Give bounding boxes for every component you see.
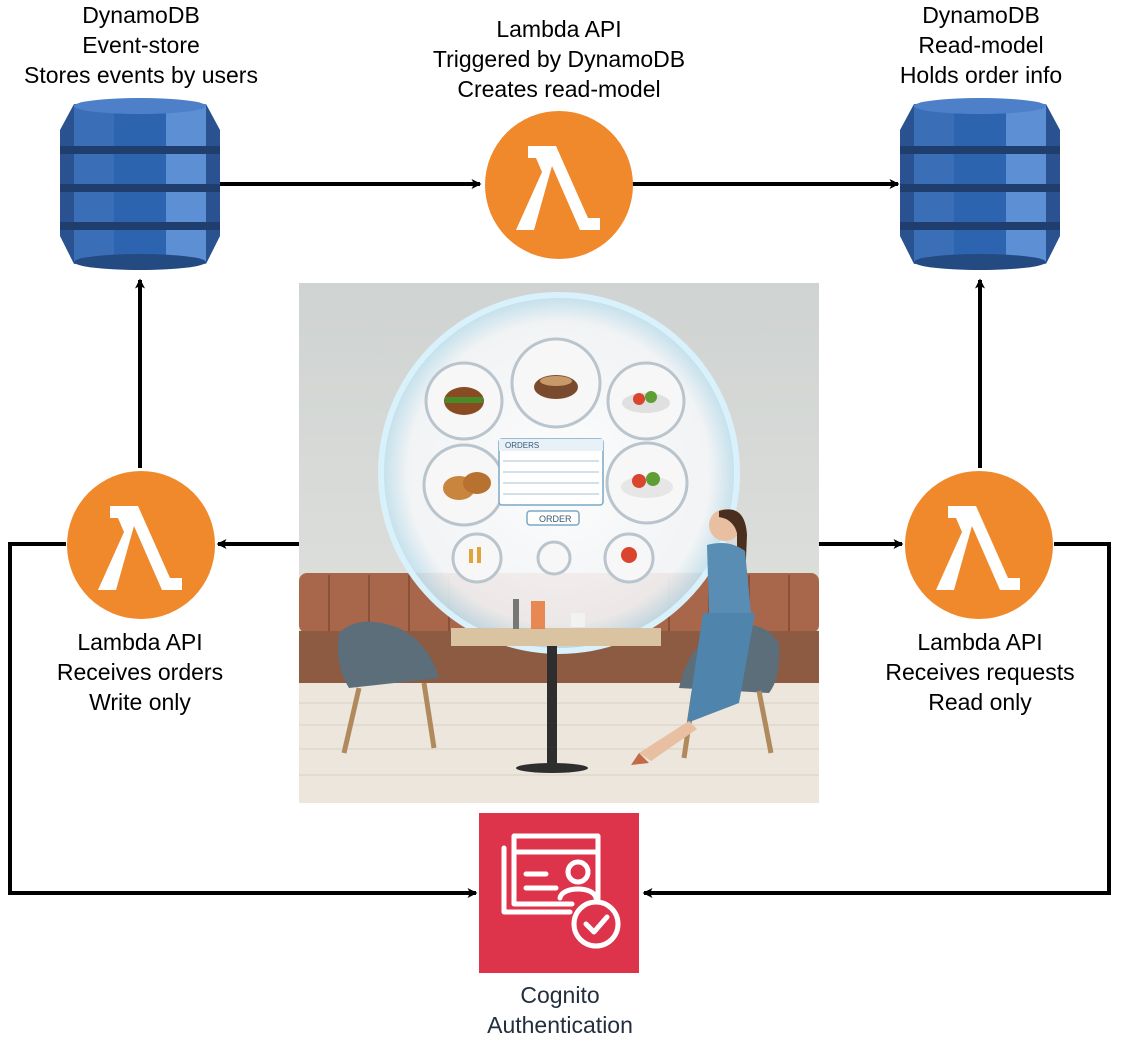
- lambda-write-subtitle: Receives orders: [56, 659, 224, 685]
- read-model-label: DynamoDB Read-model Holds order info: [850, 0, 1112, 90]
- orders-panel-title: ORDERS: [505, 441, 539, 450]
- read-model-subtitle: Read-model: [918, 32, 1044, 58]
- event-store-description: Stores events by users: [24, 62, 258, 88]
- lambda-icon: [67, 471, 215, 619]
- lambda-trigger-description: Creates read-model: [457, 76, 661, 102]
- order-button-label: ORDER: [539, 514, 572, 524]
- read-model-title: DynamoDB: [922, 2, 1040, 28]
- event-store-subtitle: Event-store: [82, 32, 200, 58]
- lambda-trigger-subtitle: Triggered by DynamoDB: [432, 46, 686, 72]
- lambda-read-subtitle: Receives requests: [885, 659, 1075, 685]
- event-store-label: DynamoDB Event-store Stores events by us…: [0, 0, 282, 90]
- lambda-write-label: Lambda API Receives orders Write only: [20, 627, 260, 717]
- ordering-illustration: ORDERS ORDER: [299, 283, 819, 803]
- lambda-read-title: Lambda API: [917, 629, 1043, 655]
- lambda-read-label: Lambda API Receives requests Read only: [860, 627, 1100, 717]
- arrow-read-lambda-to-cognito: [642, 542, 1111, 898]
- lambda-read-description: Read only: [928, 689, 1032, 715]
- lambda-write-title: Lambda API: [77, 629, 203, 655]
- cognito-icon: [479, 813, 639, 973]
- connectors: [8, 179, 1111, 898]
- lambda-icon: [485, 111, 633, 259]
- cognito-label: Cognito Authentication: [440, 980, 680, 1040]
- lambda-trigger-title: Lambda API: [496, 16, 622, 42]
- event-store-title: DynamoDB: [82, 2, 200, 28]
- lambda-icon: [905, 471, 1053, 619]
- read-model-description: Holds order info: [899, 62, 1063, 88]
- dynamodb-icon: [60, 98, 220, 270]
- cognito-title: Cognito: [520, 982, 600, 1008]
- dynamodb-icon: [900, 98, 1060, 270]
- arrow-write-lambda-to-cognito: [8, 542, 478, 898]
- lambda-write-description: Write only: [89, 689, 191, 715]
- lambda-trigger-label: Lambda API Triggered by DynamoDB Creates…: [400, 14, 718, 104]
- cognito-description: Authentication: [487, 1012, 633, 1038]
